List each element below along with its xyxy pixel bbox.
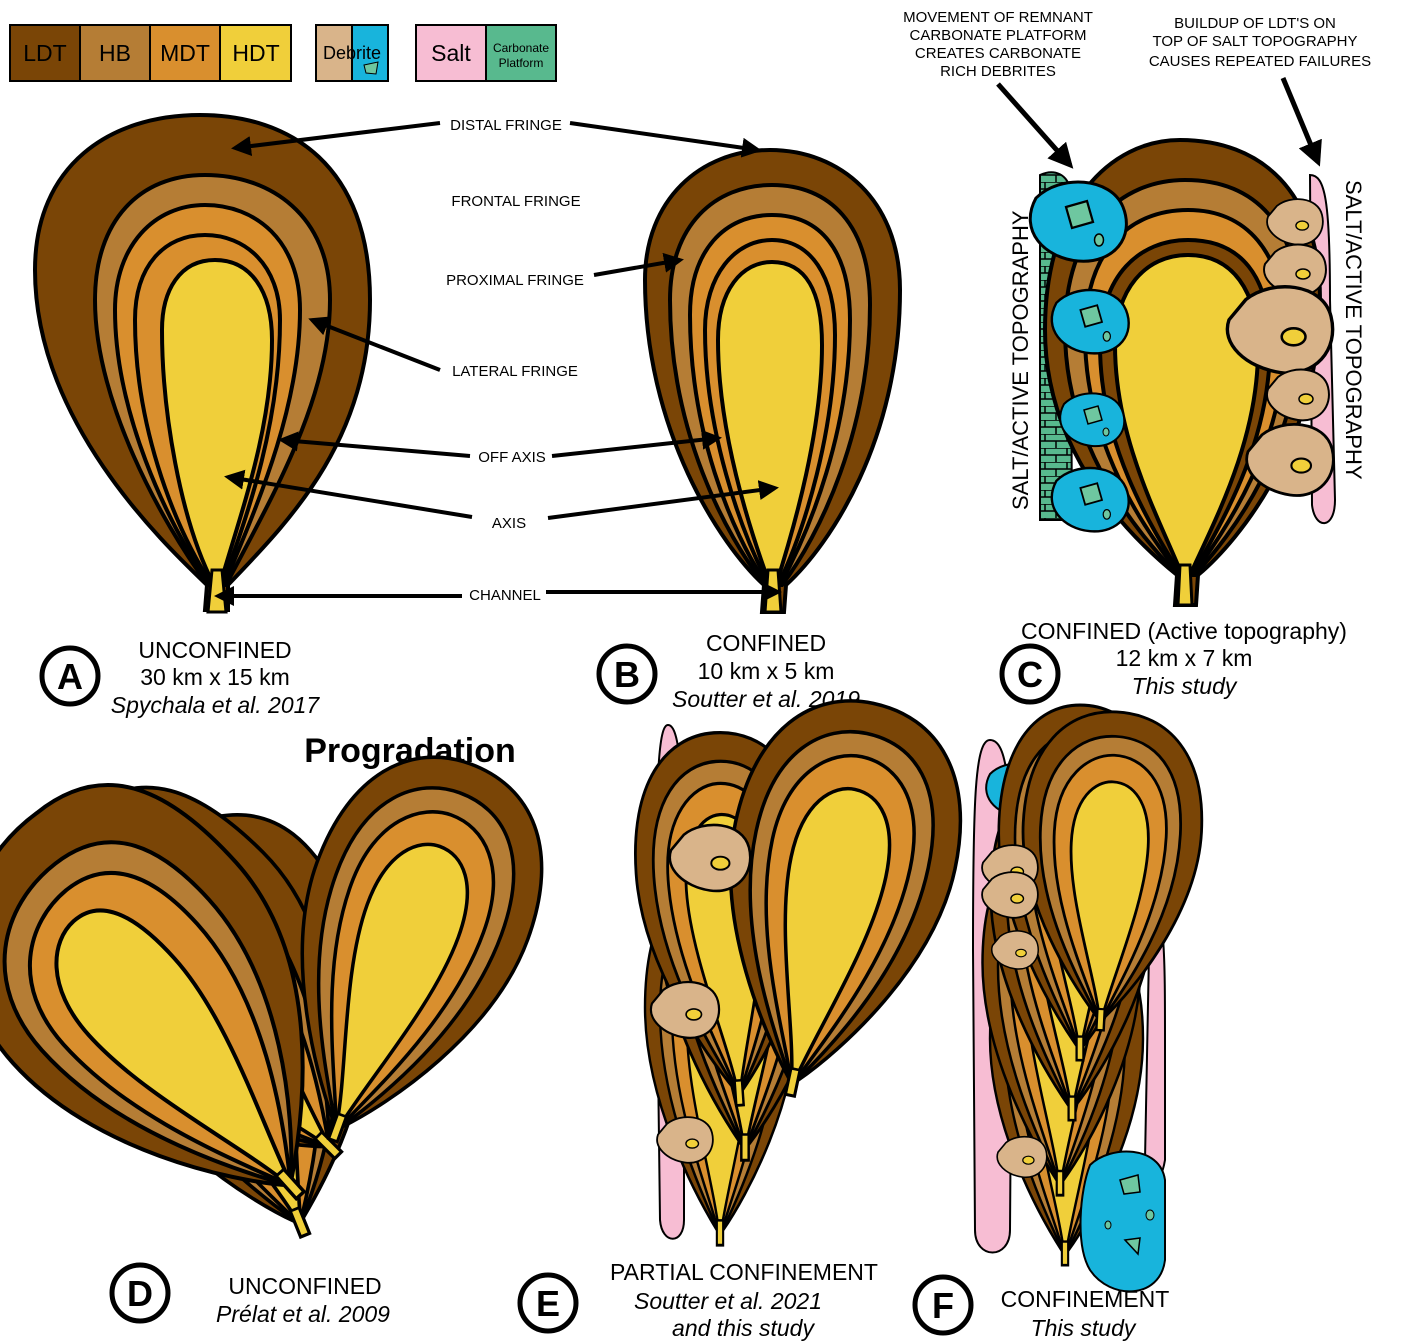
caption-c-letter: C: [1017, 654, 1043, 695]
annotation-remnant-2: CARBONATE PLATFORM: [910, 27, 1087, 44]
caption-e-ref2: and this study: [672, 1315, 815, 1341]
legend-carbonate-line2: Platform: [499, 56, 544, 70]
caption-b: B CONFINED 10 km x 5 km Soutter et al. 2…: [599, 630, 860, 712]
caption-c-ref: This study: [1132, 673, 1238, 699]
annotation-buildup-3: CAUSES REPEATED FAILURES: [1149, 53, 1371, 70]
annotation-salt-right: SALT/ACTIVE TOPOGRAPHY: [1341, 180, 1366, 480]
annotation-remnant-4: RICH DEBRITES: [940, 63, 1056, 80]
legend-ldt-label: LDT: [23, 40, 66, 66]
caption-b-letter: B: [614, 654, 640, 695]
caption-b-line2: 10 km x 5 km: [698, 658, 835, 684]
annotation-remnant-3: CREATES CARBONATE: [915, 45, 1081, 62]
caption-a-ref: Spychala et al. 2017: [111, 692, 321, 718]
annotation-buildup-2: TOP OF SALT TOPOGRAPHY: [1152, 33, 1357, 50]
caption-d-line1: UNCONFINED: [228, 1273, 381, 1299]
caption-f-letter: F: [932, 1285, 954, 1326]
legend-carbonate-line1: Carbonate: [493, 41, 549, 55]
panel-d-lobes: [0, 726, 577, 1279]
label-axis: AXIS: [492, 515, 526, 532]
caption-a-letter: A: [57, 656, 83, 697]
legend-debrite-label: Debrite: [323, 43, 381, 63]
carbonate-debrite: [1060, 393, 1124, 446]
carbonate-debrite: [1030, 182, 1126, 261]
caption-b-line1: CONFINED: [706, 630, 826, 656]
caption-e: E PARTIAL CONFINEMENT Soutter et al. 202…: [520, 1259, 878, 1341]
panel-e: [627, 680, 985, 1245]
panel-c: [1030, 140, 1335, 605]
legend-mdt-label: MDT: [160, 40, 210, 66]
legend-mdt: MDT: [150, 25, 220, 81]
caption-d-letter: D: [127, 1273, 153, 1314]
label-off-axis: OFF AXIS: [478, 449, 546, 466]
legend-hdt: HDT: [220, 25, 291, 81]
caption-c-line2: 12 km x 7 km: [1116, 645, 1253, 671]
carbonate-debrite: [1052, 468, 1129, 531]
annotation-salt-left: SALT/ACTIVE TOPOGRAPHY: [1008, 210, 1033, 510]
annotation-buildup-1: BUILDUP OF LDT'S ON: [1174, 15, 1336, 32]
panel-b-lobe: [645, 150, 900, 612]
panel-a-lobe: [35, 115, 370, 612]
caption-a-line2: 30 km x 15 km: [140, 664, 290, 690]
label-frontal-fringe: FRONTAL FRINGE: [451, 193, 580, 210]
caption-d-ref: Prélat et al. 2009: [216, 1301, 390, 1327]
label-channel: CHANNEL: [469, 587, 541, 604]
caption-f: F CONFINEMENT This study: [915, 1277, 1169, 1341]
label-lateral-fringe: LATERAL FRINGE: [452, 363, 578, 380]
caption-d: D UNCONFINED Prélat et al. 2009: [112, 1265, 390, 1327]
annotation-remnant-1: MOVEMENT OF REMNANT: [903, 9, 1093, 26]
caption-a-line1: UNCONFINED: [138, 637, 291, 663]
legend: LDT HB MDT HDT Debrite Salt Carbonate Pl…: [10, 25, 556, 81]
legend-hb-label: HB: [99, 40, 131, 66]
caption-f-line1: CONFINEMENT: [1001, 1286, 1170, 1312]
label-proximal-fringe: PROXIMAL FRINGE: [446, 272, 584, 289]
caption-c: C CONFINED (Active topography) 12 km x 7…: [1002, 618, 1347, 702]
legend-salt: Salt: [416, 25, 486, 81]
legend-salt-label: Salt: [431, 40, 471, 66]
zone-labels: DISTAL FRINGE FRONTAL FRINGE PROXIMAL FR…: [446, 117, 584, 604]
caption-e-ref1: Soutter et al. 2021: [634, 1288, 822, 1314]
legend-debrite: Debrite: [316, 25, 388, 81]
caption-c-line1: CONFINED (Active topography): [1021, 618, 1347, 644]
caption-e-letter: E: [536, 1283, 560, 1324]
legend-ldt: LDT: [10, 25, 80, 81]
carbonate-debrite-large: [1081, 1151, 1165, 1291]
caption-e-line1: PARTIAL CONFINEMENT: [610, 1259, 878, 1285]
label-distal-fringe: DISTAL FRINGE: [450, 117, 562, 134]
carbonate-debrite: [1052, 290, 1129, 353]
caption-a: A UNCONFINED 30 km x 15 km Spychala et a…: [42, 637, 320, 718]
legend-hb: HB: [80, 25, 150, 81]
legend-carbonate: Carbonate Platform: [486, 25, 556, 81]
panel-f: [973, 705, 1208, 1291]
legend-hdt-label: HDT: [232, 40, 279, 66]
caption-f-ref: This study: [1031, 1315, 1137, 1341]
